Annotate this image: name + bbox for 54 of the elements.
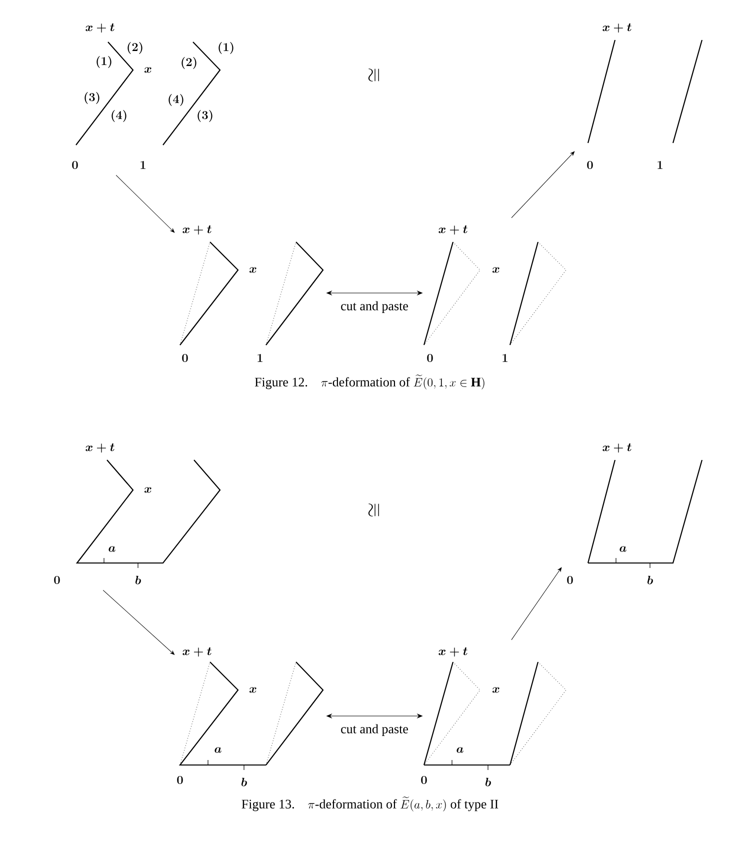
arrow (326, 714, 422, 718)
point-label: $(3)$ (84, 92, 100, 104)
point-label: $b$ (242, 778, 247, 786)
point-label: $(1)$ (218, 42, 234, 54)
figure-caption: $\text{Figure 12.}\quad \pi\text{-deformation of }\widetilde{E}(0,1,x\in\mathbf{H})$ (254, 374, 484, 390)
point-label: $x$ (492, 267, 500, 273)
point-label: $0$ (182, 354, 188, 362)
point-label: $(2)$ (128, 42, 142, 54)
point-label: $x$ (250, 687, 256, 693)
arrow (511, 567, 562, 640)
point-label: $1$ (502, 354, 508, 362)
point-label: $x$ (492, 687, 500, 693)
point-label: $a$ (620, 546, 626, 552)
point-label: $x+t$ (86, 23, 114, 33)
point-label: $0$ (567, 576, 573, 584)
point-label: $b$ (136, 576, 141, 584)
point-label: $b$ (648, 576, 653, 584)
point-label: $(4)$ (112, 110, 126, 122)
point-label: $x+t$ (86, 443, 114, 453)
point-label: $b$ (486, 778, 491, 786)
point-label: $(3)$ (198, 110, 212, 122)
arrow (511, 151, 575, 218)
point-label: $0$ (587, 161, 593, 170)
point-label: $0$ (421, 776, 427, 784)
point-label: $x+t$ (438, 225, 468, 235)
point-label: $(4)$ (168, 94, 184, 106)
arrow (116, 174, 175, 233)
figure-caption: $\text{Figure 13.}\quad \pi\text{-deformation of }\widetilde{E}(a,b,x)\text{ of type II}$ (242, 796, 498, 812)
point-label: $0$ (177, 776, 183, 784)
point-label: $x+t$ (182, 225, 212, 235)
point-label: $a$ (456, 747, 464, 753)
point-label: $x+t$ (438, 647, 468, 657)
point-label: $x$ (144, 67, 152, 73)
arrow (102, 590, 175, 655)
point-label: $0$ (427, 354, 433, 362)
congruence-symbol: $\cong$ (368, 68, 379, 82)
point-label: $1$ (140, 161, 146, 169)
arrow (326, 290, 422, 296)
point-label: $a$ (214, 747, 222, 753)
point-label: $a$ (108, 546, 116, 552)
point-label: $(2)$ (182, 57, 196, 70)
point-label: $x+t$ (182, 647, 212, 657)
edge-label: cut and paste (341, 301, 408, 313)
point-label: $1$ (258, 354, 262, 362)
point-label: $x$ (144, 487, 152, 493)
point-label: $x$ (250, 267, 256, 273)
point-label: $x+t$ (602, 443, 632, 453)
point-label: $0$ (54, 576, 60, 584)
point-label: $(1)$ (96, 56, 112, 68)
point-label: $x+t$ (602, 23, 632, 33)
point-label: $1$ (658, 161, 662, 169)
point-label: $0$ (72, 161, 78, 170)
edge-label: cut and paste (341, 724, 408, 736)
congruence-symbol: $\cong$ (368, 504, 379, 516)
